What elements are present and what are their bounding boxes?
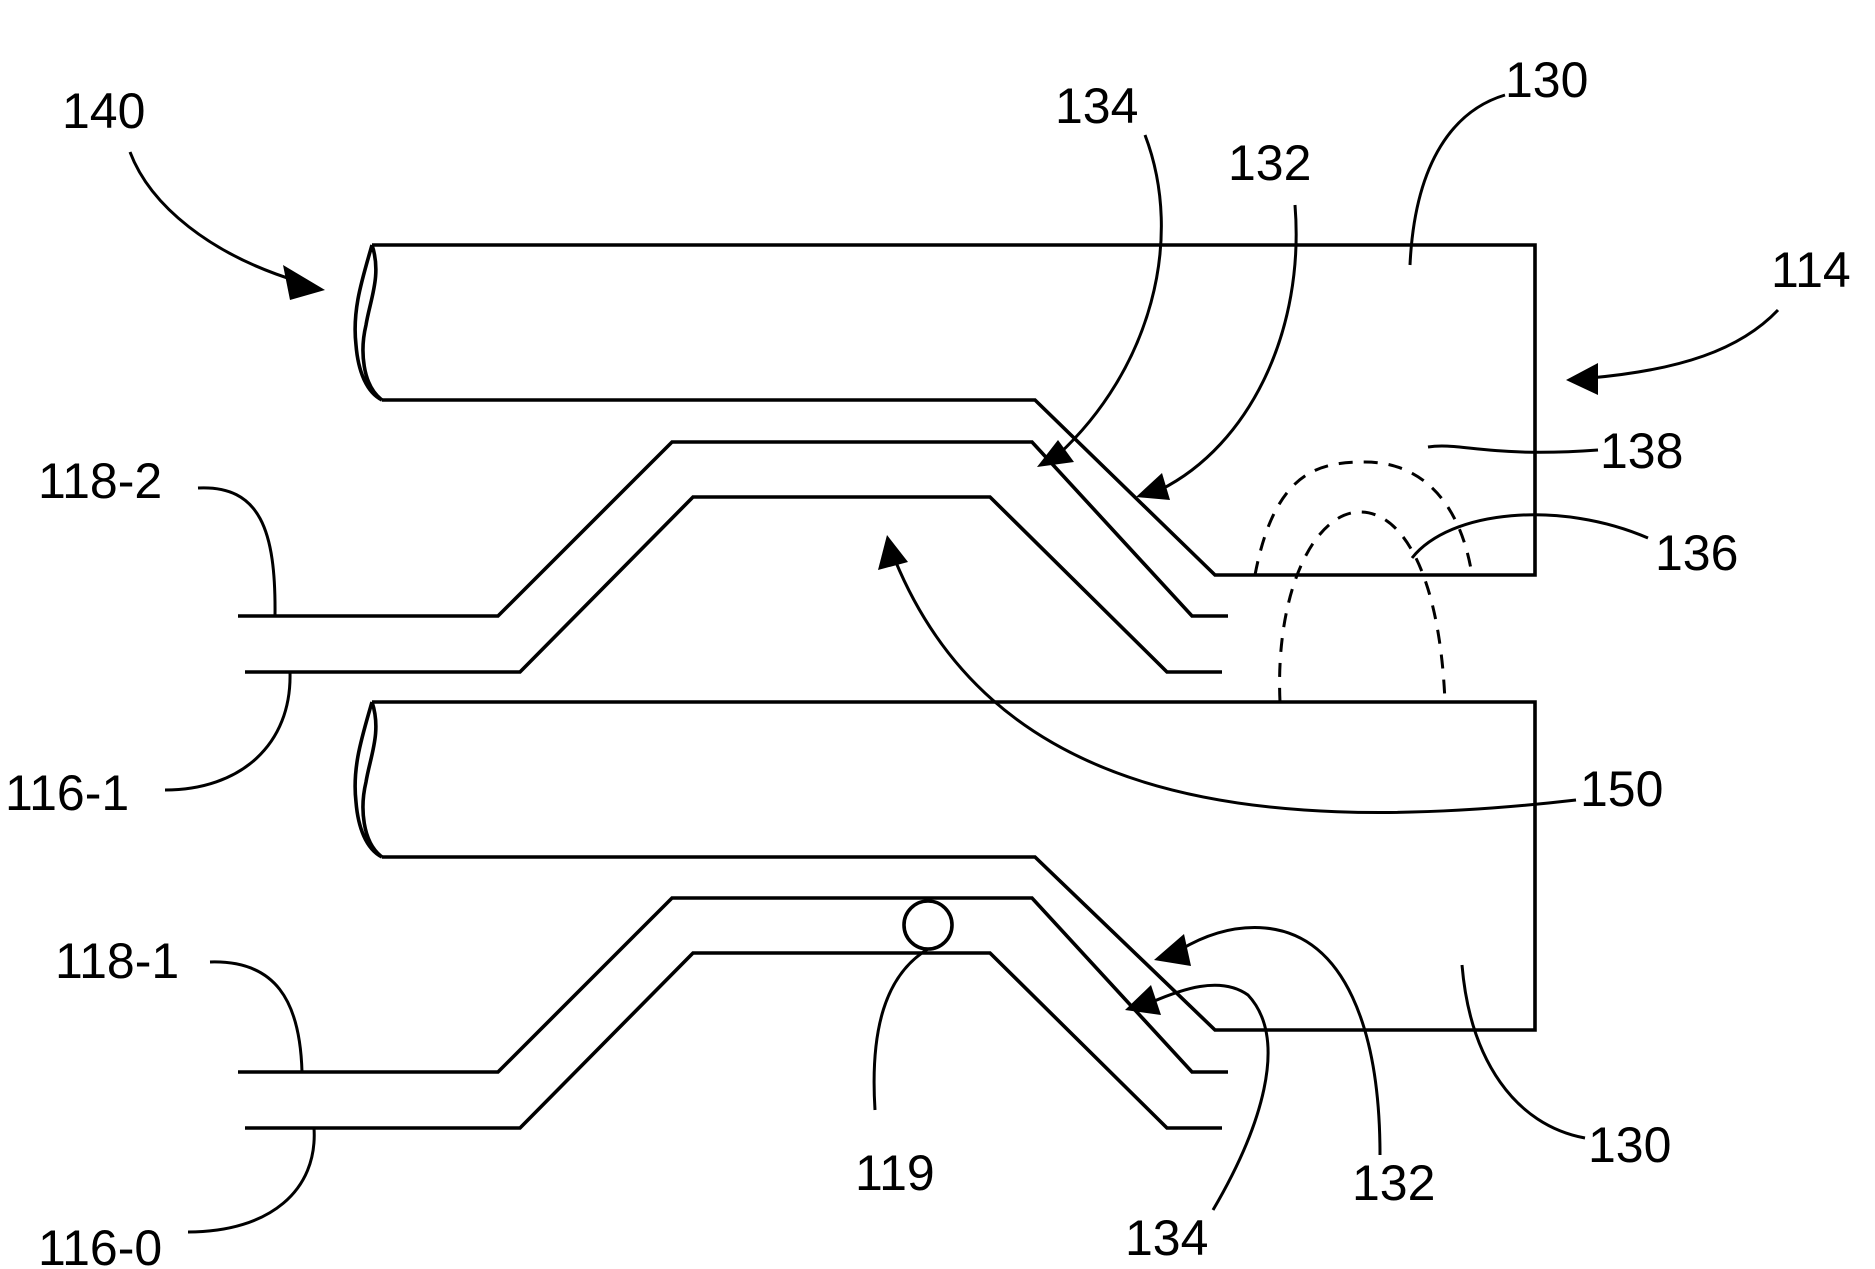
lower-lead-pair [238,898,1228,1128]
dashed-loop-138 [1255,462,1472,575]
label-130-top: 130 [1505,52,1588,108]
label-136: 136 [1655,525,1738,581]
label-118-2: 118-2 [38,453,162,509]
label-116-1: 116-1 [5,765,129,821]
label-134-bottom: 134 [1125,1210,1208,1266]
dashed-loop-136 [1280,512,1445,702]
label-114: 114 [1771,242,1851,298]
label-134-top: 134 [1055,78,1138,134]
label-119: 119 [855,1145,935,1201]
ball-119 [904,901,952,949]
label-138: 138 [1600,423,1683,479]
upper-body [355,245,1535,575]
label-140: 140 [62,83,145,139]
upper-lead-pair [238,442,1228,672]
label-130-bottom: 130 [1588,1117,1671,1173]
label-132-top: 132 [1228,135,1311,191]
label-150: 150 [1580,761,1663,817]
lower-body [355,702,1535,1030]
label-132-bottom: 132 [1352,1155,1435,1211]
label-118-1: 118-1 [55,933,179,989]
label-116-0: 116-0 [38,1220,162,1269]
